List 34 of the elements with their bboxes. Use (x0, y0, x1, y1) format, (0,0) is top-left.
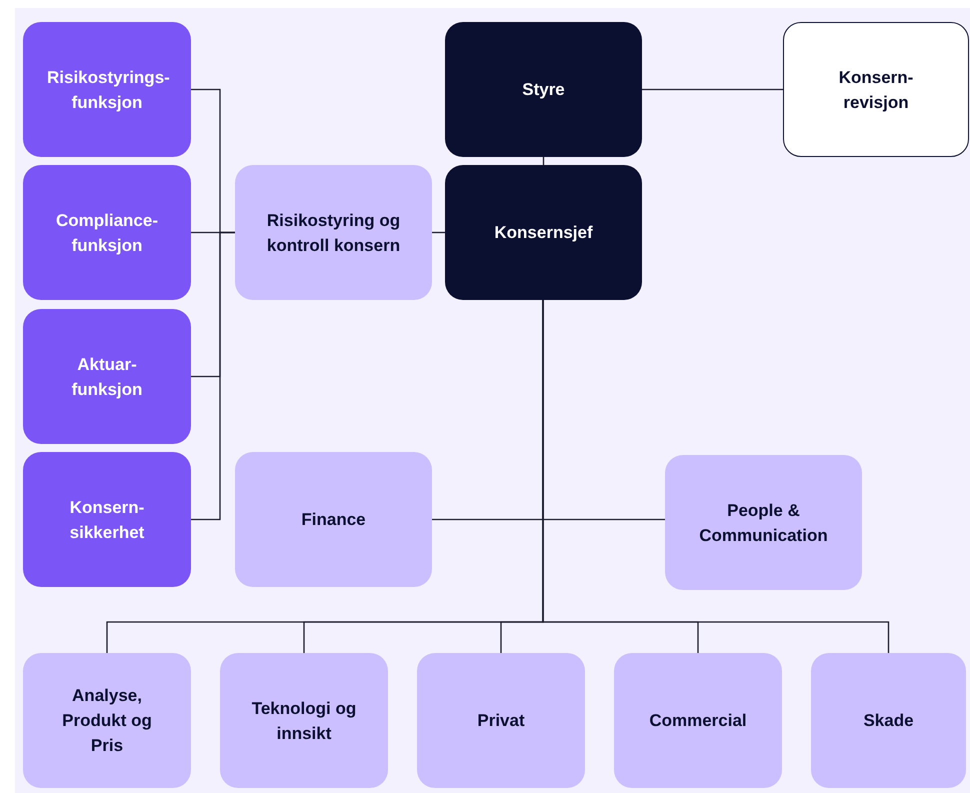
unit-name: Compliance-funksjon (54, 210, 160, 256)
org-unit-box (811, 653, 966, 788)
org-unit-box (445, 22, 642, 157)
org-unit-box (23, 22, 191, 157)
unit-name: Commercial (649, 710, 747, 732)
unit-name: Styre (522, 79, 565, 101)
unit-name: Risikostyring og kontroll konsern (266, 210, 402, 256)
unit-name: Teknologi og innsikt (250, 698, 358, 744)
unit-name: Aktuar-funksjon (70, 354, 144, 400)
connector-line (191, 232, 235, 520)
org-unit-box (235, 165, 432, 300)
org-unit-box (665, 455, 862, 590)
org-unit-box (614, 653, 782, 788)
connector-line (642, 88, 783, 90)
connector-line (542, 300, 890, 653)
unit-name: People & Communication (698, 500, 829, 546)
org-unit-box (235, 452, 432, 587)
unit-name: Risikostyrings-funksjon (47, 66, 167, 114)
org-unit-box (220, 653, 388, 788)
org-unit-box (23, 309, 191, 444)
unit-name: Analyse, Produkt og Pris (61, 685, 153, 757)
org-unit-box (783, 22, 969, 157)
unit-name: Finance (301, 509, 366, 531)
unit-name: Konsernsjef (494, 222, 593, 244)
org-unit-box (23, 653, 191, 788)
unit-name: Konsern-sikkerhet (68, 496, 146, 544)
org-unit-box (23, 452, 191, 587)
org-unit-box (417, 653, 585, 788)
connector-line (432, 232, 445, 234)
org-unit-box (445, 165, 642, 300)
unit-name: Konsern-revisjon (838, 66, 914, 114)
unit-name: Skade (863, 710, 914, 732)
unit-name: Privat (477, 710, 525, 732)
org-unit-box (23, 165, 191, 300)
